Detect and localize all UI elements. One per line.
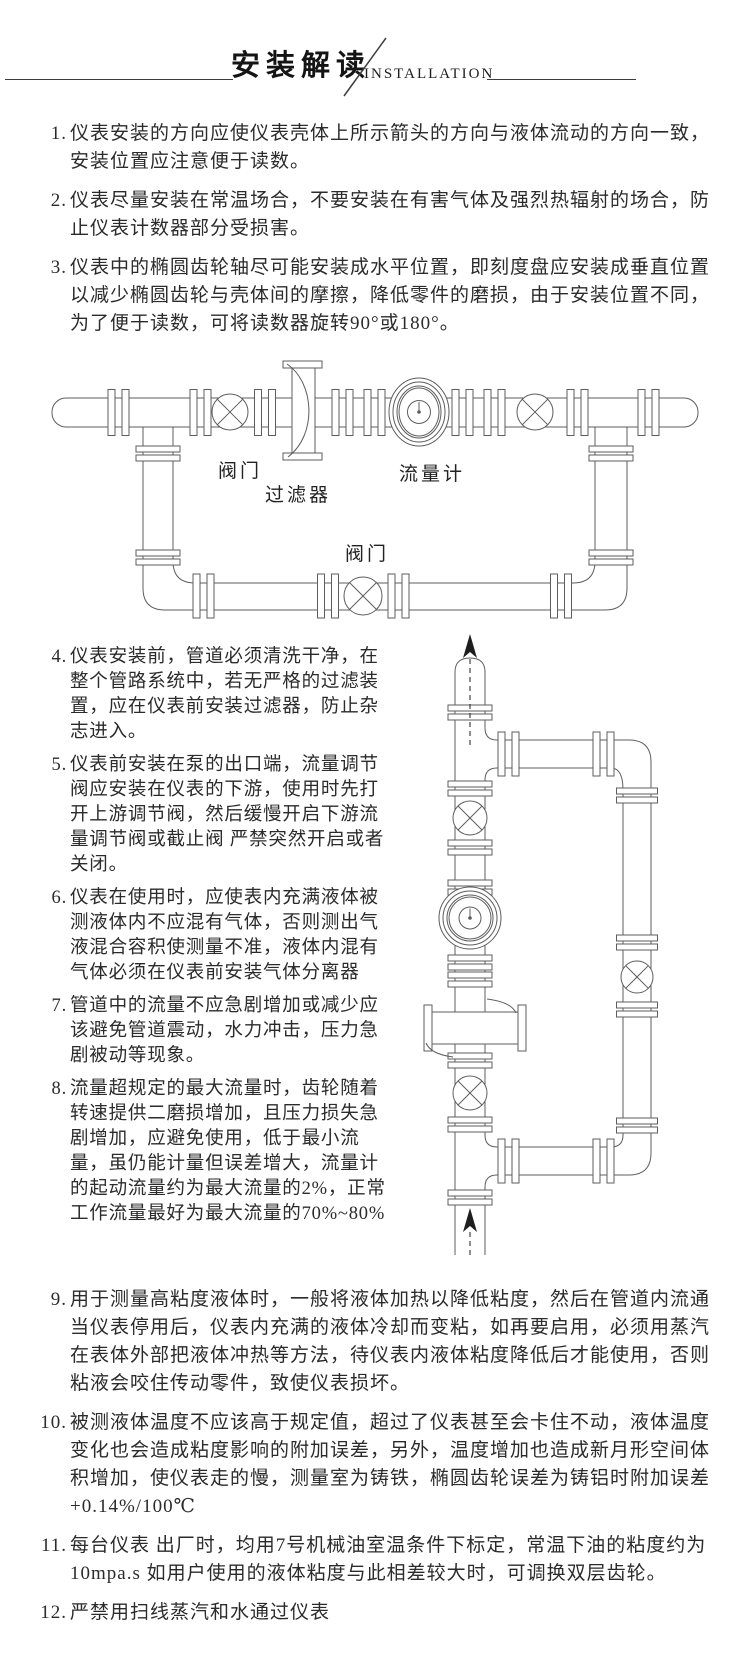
item-number: 7. (51, 996, 67, 1016)
flange-icon (497, 731, 615, 1184)
flow-meter-label: 流量计 (398, 464, 465, 485)
instructions-middle: 4. 仪表安装前，管道必须清洗干净，在整个管路系统中，若无严格的过滤装置，应在仪… (40, 645, 392, 1235)
flange-icon (192, 573, 572, 619)
item-number: 11. (40, 1535, 67, 1556)
item-text: 流量超规定的最大流量时，齿轮随着转速提供二磨损增加，且压力损失急剧增加，应避免使… (70, 1079, 386, 1224)
valve-label-top: 阀门 (217, 461, 262, 482)
header-rule-right (487, 79, 636, 80)
item-number: 2. (50, 190, 67, 211)
item-text: 仪表安装前，管道必须清洗干净，在整个管路系统中，若无严格的过滤装置，应在仪表前安… (70, 647, 379, 742)
page-title: 安装解读 (231, 50, 372, 82)
instruction-item-11: 11. 每台仪表 出厂时，均用7号机械油室温条件下标定，常温下油的粘度约为10m… (40, 1532, 718, 1588)
page-subtitle: INSTALLATION (364, 66, 495, 82)
filter-label: 过滤器 (264, 485, 331, 506)
valve-label-bottom: 阀门 (344, 544, 389, 565)
instruction-item-2: 2. 仪表尽量安装在常温场合，不要安装在有害气体及强烈热辐射的场合，防止仪表计数… (40, 187, 715, 243)
valve-icon (620, 960, 654, 994)
item-number: 12. (40, 1602, 67, 1623)
valve-icon (452, 800, 488, 836)
valve-icon (211, 393, 249, 431)
flow-arrow-icon (463, 634, 477, 745)
item-number: 4. (51, 647, 67, 667)
piping-diagram-vertical (395, 600, 730, 1260)
main-pipe (51, 397, 699, 428)
instruction-item-12: 12. 严禁用扫线蒸汽和水通过仪表 (40, 1599, 718, 1627)
flange-icon (616, 787, 658, 1134)
item-text: 严禁用扫线蒸汽和水通过仪表 (70, 1602, 331, 1623)
flange-icon (107, 389, 660, 436)
instruction-item-4: 4. 仪表安装前，管道必须清洗干净，在整个管路系统中，若无严格的过滤装置，应在仪… (40, 645, 392, 745)
item-text: 被测液体温度不应该高于规定值，超过了仪表甚至会卡住不动，液体温度变化也会造成粘度… (70, 1412, 711, 1517)
filter-icon (423, 998, 527, 1058)
valve-icon (516, 393, 554, 431)
flange-icon (135, 445, 634, 566)
instruction-item-8: 8. 流量超规定的最大流量时，齿轮随着转速提供二磨损增加，且压力损失急剧增加，应… (40, 1077, 392, 1227)
instruction-item-7: 7. 管道中的流量不应急剧增加或减少应该避免管道震动，水力冲击，压力急剧被动等现… (40, 994, 392, 1069)
item-text: 仪表前安装在泵的出口端，流量调节阀应安装在仪表的下游，使用时先打开上游调节阀，然… (70, 755, 385, 875)
instructions-bottom: 9. 用于测量高粘度液体时，一般将液体加热以降低粘度，然后在管道内流通当仪表停用… (40, 1286, 718, 1638)
item-text: 仪表安装的方向应使仪表壳体上所示箭头的方向与液体流动的方向一致，安装位置应注意便… (70, 123, 711, 172)
instruction-item-6: 6. 仪表在使用时，应使表内充满液体被测液体内不应混有气体，否则测出气液混合容积… (40, 886, 392, 986)
item-text: 用于测量高粘度液体时，一般将液体加热以降低粘度，然后在管道内流通当仪表停用后，仪… (70, 1289, 711, 1394)
item-text: 仪表在使用时，应使表内充满液体被测液体内不应混有气体，否则测出气液混合容积使测量… (70, 888, 379, 983)
item-text: 仪表尽量安装在常温场合，不要安装在有害气体及强烈热辐射的场合，防止仪表计数器部分… (70, 190, 711, 239)
piping-diagram-horizontal: 阀门 过滤器 流量计 阀门 (0, 338, 750, 628)
item-number: 3. (50, 257, 67, 278)
item-number: 10. (40, 1412, 67, 1433)
flow-meter-icon (438, 886, 502, 950)
flow-meter-icon (388, 377, 450, 447)
item-text: 管道中的流量不应急剧增加或减少应该避免管道震动，水力冲击，压力急剧被动等现象。 (70, 996, 379, 1066)
item-text: 仪表中的椭圆齿轮轴尽可能安装成水平位置，即刻度盘应安装成垂直位置以减少椭圆齿轮与… (70, 257, 711, 334)
valve-icon (452, 1075, 488, 1111)
title-slash (343, 37, 387, 97)
flow-arrow-icon (463, 1208, 477, 1255)
item-text: 每台仪表 出厂时，均用7号机械油室温条件下标定，常温下油的粘度约为10mpa.s… (70, 1535, 707, 1584)
filter-icon (282, 360, 323, 461)
main-pipe (454, 657, 652, 1255)
header-rule-left (5, 79, 233, 80)
instruction-item-10: 10. 被测液体温度不应该高于规定值，超过了仪表甚至会卡住不动，液体温度变化也会… (40, 1409, 718, 1521)
piping-diagram-vertical-drawing (423, 634, 658, 1255)
instructions-top: 1. 仪表安装的方向应使仪表壳体上所示箭头的方向与液体流动的方向一致，安装位置应… (40, 120, 715, 349)
item-number: 5. (51, 755, 67, 775)
instruction-item-3: 3. 仪表中的椭圆齿轮轴尽可能安装成水平位置，即刻度盘应安装成垂直位置以减少椭圆… (40, 254, 715, 338)
instruction-item-5: 5. 仪表前安装在泵的出口端，流量调节阀应安装在仪表的下游，使用时先打开上游调节… (40, 753, 392, 878)
bypass-pipe (484, 767, 624, 1148)
item-number: 1. (50, 123, 67, 144)
valve-icon (343, 576, 383, 616)
piping-diagram-horizontal-drawing (51, 360, 699, 619)
item-number: 9. (50, 1289, 67, 1310)
item-number: 8. (51, 1079, 67, 1099)
instruction-item-1: 1. 仪表安装的方向应使仪表壳体上所示箭头的方向与液体流动的方向一致，安装位置应… (40, 120, 715, 176)
bypass-pipe (142, 427, 628, 611)
item-number: 6. (51, 888, 67, 908)
instruction-item-9: 9. 用于测量高粘度液体时，一般将液体加热以降低粘度，然后在管道内流通当仪表停用… (40, 1286, 718, 1398)
